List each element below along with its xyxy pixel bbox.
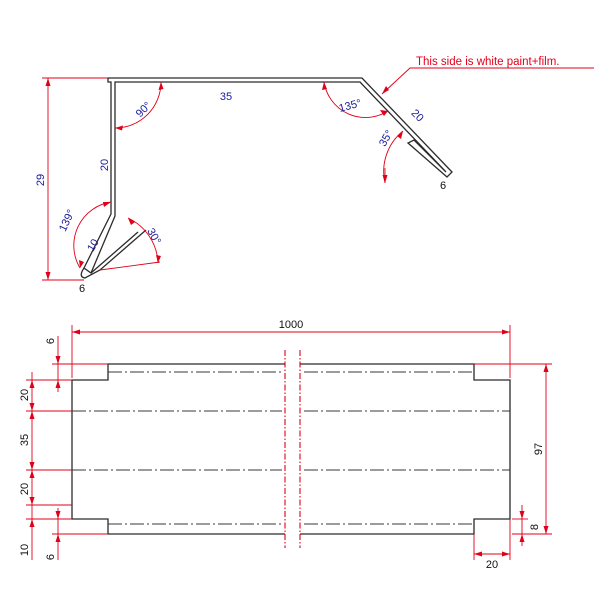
dim-left-6-bottom: 6 (45, 554, 57, 560)
plan-outline (71, 363, 511, 535)
dim-length-label: 1000 (279, 319, 303, 331)
dim-notch-depth: 8 (512, 505, 541, 546)
angle-bottom-inner-label: 139° (57, 208, 77, 234)
dim-right-leg: 20 (409, 107, 426, 124)
finish-note-text: This side is white paint+film. (416, 56, 560, 68)
dim-left-height: 20 (99, 159, 111, 171)
fold-lines (72, 371, 510, 525)
angle-top-right: 135° (322, 81, 389, 118)
dim-notch-width: 20 (473, 519, 511, 571)
dim-left-35: 35 (19, 434, 31, 446)
dim-left-10: 10 (19, 544, 31, 556)
profile-outline (80, 77, 453, 279)
angle-bottom-inner: 139° (57, 201, 112, 269)
angle-bottom: 30° (99, 217, 163, 271)
dim-left-20-top: 20 (19, 389, 31, 401)
dim-right-hem: 6 (440, 180, 446, 192)
dim-inner-leg: 10 (85, 237, 102, 254)
angle-top-left-label: 90° (134, 100, 154, 120)
finish-note: This side is white paint+film. (381, 56, 594, 95)
dim-left-6-top: 6 (45, 338, 57, 344)
dim-width-label: 97 (533, 443, 545, 455)
dim-bottom-hem: 6 (79, 283, 85, 295)
angle-top-left: 90° (114, 81, 164, 131)
dim-left-chain: 6 20 35 20 10 6 (19, 336, 108, 560)
dim-notch-depth-label: 8 (529, 524, 541, 530)
dim-overall-height: 29 (35, 77, 108, 281)
dim-overall-height-label: 29 (35, 174, 47, 186)
dim-width: 97 (474, 363, 552, 535)
angle-right: 35° (377, 128, 404, 184)
dim-top-length: 35 (220, 91, 232, 103)
angle-right-label: 35° (377, 128, 396, 148)
angle-bottom-label: 30° (144, 226, 163, 246)
angle-top-right-label: 135° (338, 97, 363, 114)
dim-left-20-bottom: 20 (19, 483, 31, 495)
dim-length: 1000 (71, 319, 511, 378)
dim-notch-width-label: 20 (486, 559, 498, 571)
